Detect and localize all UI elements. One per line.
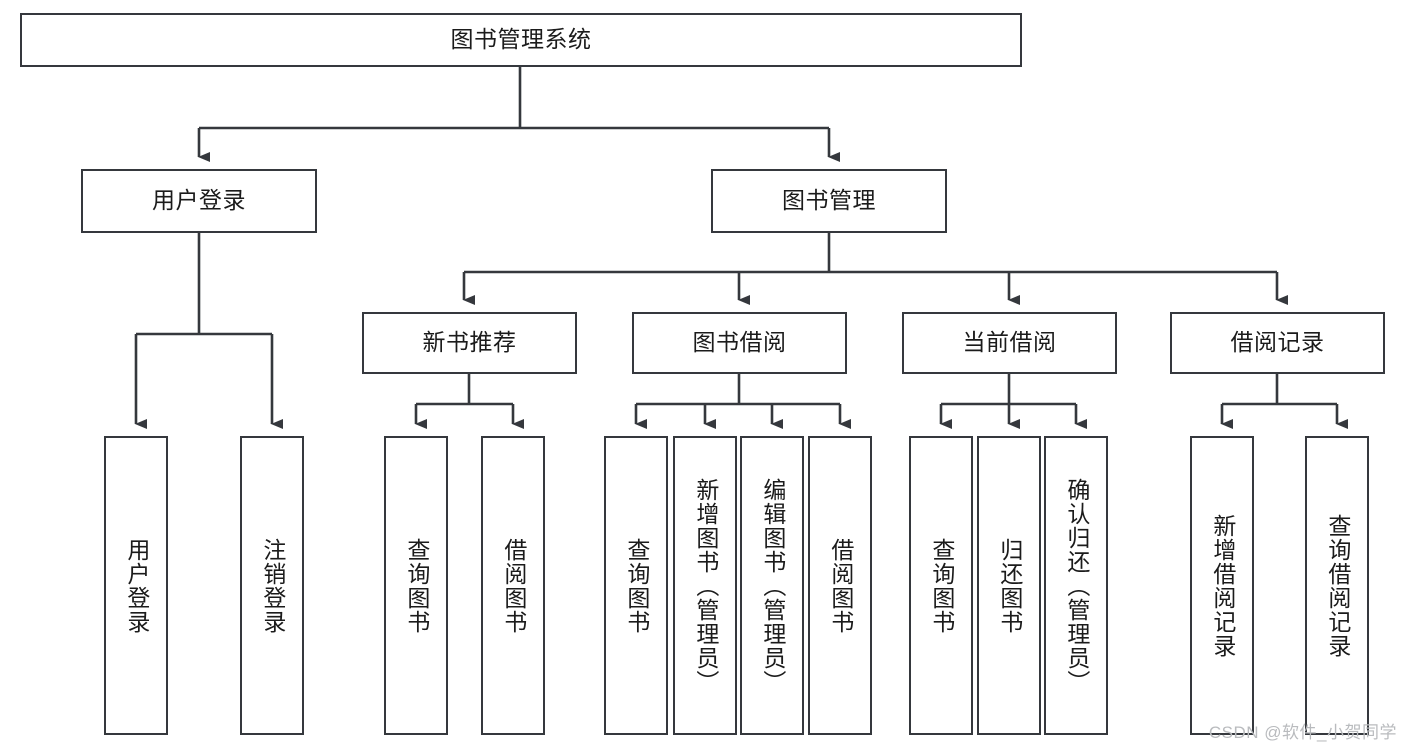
node-label: 注销登录 [259,537,286,634]
node-label: 图书管理系统 [450,26,592,53]
node-label: 图书管理 [782,187,876,214]
node-book-borrow[interactable]: 图书借阅 [632,312,847,374]
node-new-book-recommend[interactable]: 新书推荐 [362,312,577,374]
node-label: 借阅记录 [1230,329,1325,356]
node-label: 查询图书 [928,537,955,634]
node-user-login[interactable]: 用户登录 [81,169,317,233]
leaf-add-book-admin[interactable]: 新增图书（管理员） [673,436,737,735]
leaf-user-login[interactable]: 用户登录 [104,436,168,735]
node-borrow-record[interactable]: 借阅记录 [1170,312,1385,374]
leaf-borrow-book[interactable]: 借阅图书 [808,436,872,735]
node-current-borrow[interactable]: 当前借阅 [902,312,1117,374]
leaf-query-book-borrow[interactable]: 查询图书 [604,436,668,735]
leaf-edit-book-admin[interactable]: 编辑图书（管理员） [740,436,804,735]
node-label: 查询图书 [623,537,650,634]
node-label: 编辑图书（管理员） [759,477,786,694]
node-label: 用户登录 [152,187,246,214]
node-label: 图书借阅 [692,329,787,356]
leaf-return-book[interactable]: 归还图书 [977,436,1041,735]
node-root-system[interactable]: 图书管理系统 [20,13,1022,67]
leaf-add-borrow-record[interactable]: 新增借阅记录 [1190,436,1254,735]
node-label: 新增借阅记录 [1209,513,1236,658]
node-label: 新书推荐 [422,329,517,356]
leaf-confirm-return-admin[interactable]: 确认归还（管理员） [1044,436,1108,735]
node-label: 查询借阅记录 [1324,513,1351,658]
leaf-user-logout[interactable]: 注销登录 [240,436,304,735]
leaf-query-borrow-record[interactable]: 查询借阅记录 [1305,436,1369,735]
node-label: 确认归还（管理员） [1063,477,1090,694]
leaf-borrow-book-recommend[interactable]: 借阅图书 [481,436,545,735]
leaf-query-book-recommend[interactable]: 查询图书 [384,436,448,735]
node-label: 用户登录 [123,537,150,634]
leaf-query-book-current[interactable]: 查询图书 [909,436,973,735]
watermark-text: CSDN @软件_小贺同学 [1208,723,1397,742]
node-label: 借阅图书 [500,537,527,634]
node-label: 当前借阅 [962,329,1057,356]
node-label: 归还图书 [996,537,1023,634]
node-book-management[interactable]: 图书管理 [711,169,947,233]
node-label: 查询图书 [403,537,430,634]
node-label: 新增图书（管理员） [692,477,719,694]
node-label: 借阅图书 [827,537,854,634]
